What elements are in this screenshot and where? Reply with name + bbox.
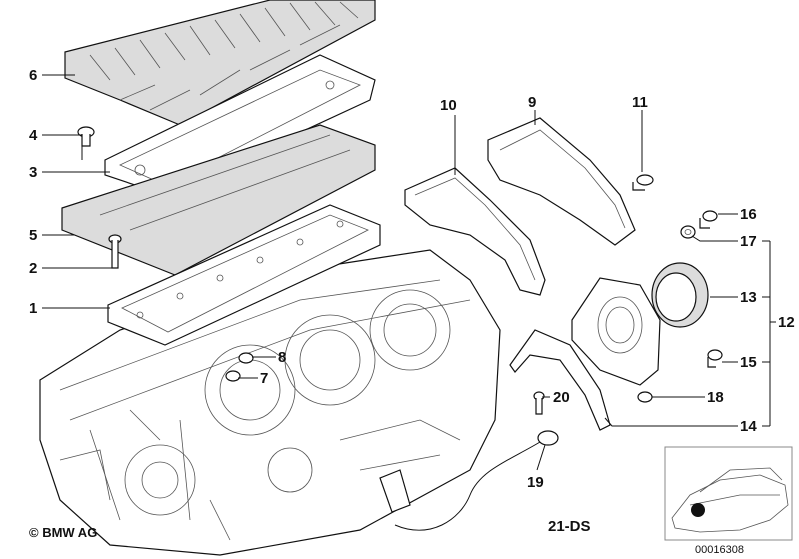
sleeve-7-illustration (225, 370, 241, 382)
knock-sensor-19-illustration (379, 430, 559, 531)
leader-lines (42, 74, 776, 471)
callout-13: 13 (740, 289, 757, 306)
bolt-11-illustration (632, 174, 654, 191)
callout-18: 18 (707, 389, 724, 406)
bolt-20-illustration (533, 391, 545, 415)
callout-3: 3 (29, 164, 37, 181)
reference-number: 00016308 (695, 544, 744, 556)
copyright-text: © BMW AG (29, 525, 97, 540)
callout-11: 11 (632, 94, 648, 111)
callout-4: 4 (29, 127, 38, 144)
seal-carrier-illustration (571, 277, 661, 386)
bolt-16-illustration (699, 210, 718, 229)
callout-19: 19 (527, 474, 544, 491)
cylinder-head-cover-illustration (64, 0, 376, 126)
bolt-2-illustration (108, 234, 122, 269)
sleeve-8-illustration (238, 352, 254, 364)
engine-cover-illustration (61, 124, 376, 276)
callout-16: 16 (740, 206, 757, 223)
washer-17-illustration (680, 225, 696, 239)
callout-9: 9 (528, 94, 536, 111)
oil-pan-gasket-illustration (107, 204, 381, 346)
timing-cover-gasket-10-illustration (404, 167, 546, 296)
callout-8: 8 (278, 349, 286, 366)
bolt-15-illustration (707, 349, 723, 368)
callout-2: 2 (29, 260, 37, 277)
gasket-14-illustration (509, 329, 611, 431)
callout-17: 17 (740, 233, 757, 250)
callout-7: 7 (260, 370, 268, 387)
bolt-4-illustration (77, 126, 95, 147)
callout-15: 15 (740, 354, 757, 371)
diagram-code: 21-DS (548, 518, 591, 535)
callout-14: 14 (740, 418, 757, 435)
shaft-seal-13-illustration (651, 262, 709, 328)
sleeve-18-illustration (637, 391, 653, 403)
callout-12: 12 (778, 314, 795, 331)
timing-cover-gasket-9-illustration (487, 117, 636, 246)
callout-6: 6 (29, 67, 37, 84)
callout-5: 5 (29, 227, 37, 244)
vehicle-location-inset (664, 446, 793, 541)
callout-labels: 1 2 3 4 5 6 7 8 9 10 11 12 13 14 15 16 1… (29, 67, 795, 491)
callout-20: 20 (553, 389, 570, 406)
location-marker-icon (691, 503, 705, 517)
callout-10: 10 (440, 97, 457, 114)
cover-gasket-illustration (104, 54, 376, 196)
callout-1: 1 (29, 300, 37, 317)
